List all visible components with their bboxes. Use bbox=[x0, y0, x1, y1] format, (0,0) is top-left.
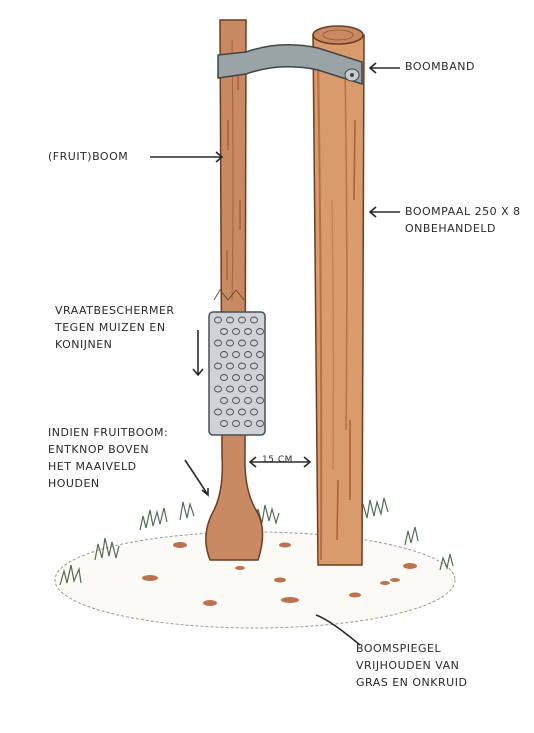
arrow-boomband bbox=[370, 63, 400, 73]
label-indien-line2: ENTKNOP BOVEN bbox=[48, 441, 168, 458]
label-indien-line4: HOUDEN bbox=[48, 475, 168, 492]
arrow-fruitboom bbox=[150, 152, 222, 162]
label-boomband-text: BOOMBAND bbox=[405, 58, 475, 75]
label-boompaal: BOOMPAAL 250 X 8 ONBEHANDELD bbox=[405, 203, 521, 237]
label-vraat-line3: KONIJNEN bbox=[55, 336, 175, 353]
arrow-boompaal bbox=[370, 207, 400, 217]
label-distance: 15 CM bbox=[262, 452, 293, 469]
label-boomspiegel: BOOMSPIEGEL VRIJHOUDEN VAN GRAS EN ONKRU… bbox=[356, 640, 467, 691]
label-indien-line3: HET MAAIVELD bbox=[48, 458, 168, 475]
tree-stake bbox=[313, 26, 364, 565]
label-boomband: BOOMBAND bbox=[405, 58, 475, 75]
arrow-vraatbeschermer bbox=[193, 330, 203, 375]
label-vraat-line2: TEGEN MUIZEN EN bbox=[55, 319, 175, 336]
label-spiegel-line1: BOOMSPIEGEL bbox=[356, 640, 467, 657]
label-vraat-line1: VRAATBESCHERMER bbox=[55, 302, 175, 319]
label-vraatbeschermer: VRAATBESCHERMER TEGEN MUIZEN EN KONIJNEN bbox=[55, 302, 175, 353]
tree-trunk bbox=[206, 20, 263, 560]
label-distance-text: 15 CM bbox=[262, 452, 293, 469]
label-indien-fruitboom: INDIEN FRUITBOOM: ENTKNOP BOVEN HET MAAI… bbox=[48, 424, 168, 492]
arrow-entknop bbox=[185, 460, 208, 495]
label-fruitboom: (FRUIT)BOOM bbox=[48, 148, 128, 165]
label-spiegel-line3: GRAS EN ONKRUID bbox=[356, 674, 467, 691]
label-indien-line1: INDIEN FRUITBOOM: bbox=[48, 424, 168, 441]
label-fruitboom-text: (FRUIT)BOOM bbox=[48, 148, 128, 165]
label-boompaal-line2: ONBEHANDELD bbox=[405, 220, 521, 237]
label-spiegel-line2: VRIJHOUDEN VAN bbox=[356, 657, 467, 674]
label-boompaal-line1: BOOMPAAL 250 X 8 bbox=[405, 203, 521, 220]
trunk-guard bbox=[209, 290, 265, 435]
